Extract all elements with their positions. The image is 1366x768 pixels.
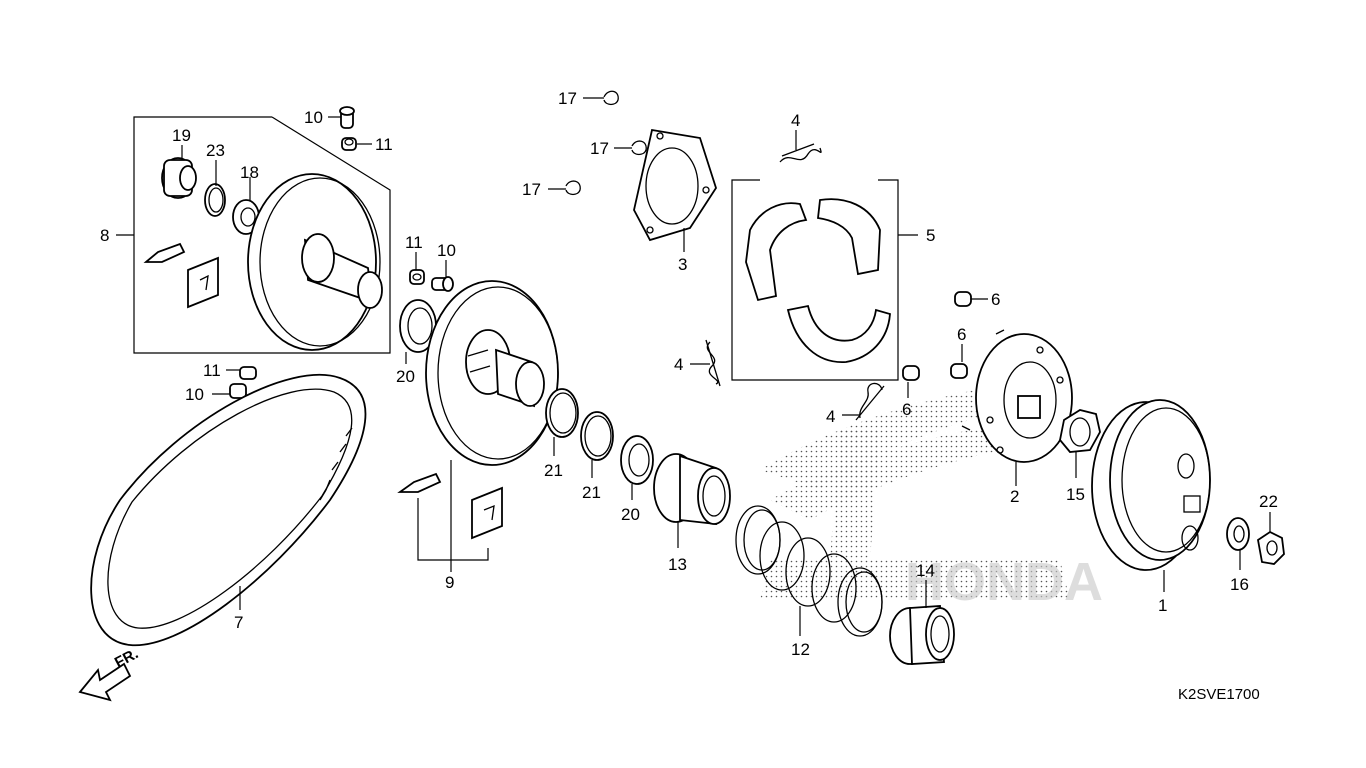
callout-6-c: 6 [902,400,911,419]
callout-4-right: 4 [826,407,835,426]
leader-lines [181,97,1271,636]
grease-tube-icon-9 [397,472,442,493]
roller-10-mid[interactable] [431,276,454,292]
shoe-spring-4-right[interactable] [855,382,885,421]
callout-10-top: 10 [304,108,323,127]
callout-2: 2 [1010,487,1019,506]
callout-10-mid: 10 [437,241,456,260]
shoe-spring-4-top[interactable] [779,143,822,163]
driven-face-spring-12[interactable] [735,505,883,637]
o-ring-21-a[interactable] [545,388,579,438]
driven-pulley-9[interactable] [425,280,559,466]
callout-12: 12 [791,640,810,659]
slide-piece-11-top[interactable] [341,137,357,151]
callout-14: 14 [916,561,935,580]
callout-21-a: 21 [544,461,563,480]
callout-17-b: 17 [590,139,609,158]
callout-5: 5 [926,226,935,245]
callout-4-left: 4 [674,355,683,374]
callout-11-low: 11 [203,361,221,380]
group-8-bracket [116,116,391,354]
oil-seal-20-lower[interactable] [620,435,654,485]
callout-6-b: 6 [957,325,966,344]
movable-drive-face[interactable] [247,173,383,351]
callout-3: 3 [678,255,687,274]
callout-labels: 1 2 3 4 4 4 5 6 6 6 7 8 9 10 10 10 11 11… [100,89,1278,659]
shoe-spring-4-left[interactable] [705,339,721,387]
callout-20-lower: 20 [621,505,640,524]
callout-4-top: 4 [791,111,800,130]
callout-22: 22 [1259,492,1278,511]
callout-20-upper: 20 [396,367,415,386]
grease-tube-icon [143,242,186,263]
callout-17-a: 17 [558,89,577,108]
collar-6-b[interactable] [950,363,968,379]
drawing-code: K2SVE1700 [1178,686,1260,703]
grease-sachet-icon-9 [471,486,503,540]
callout-9: 9 [445,573,454,592]
callout-19: 19 [172,126,191,145]
callout-11-top: 11 [375,135,393,154]
callout-1: 1 [1158,596,1167,615]
group-5-bracket [731,179,918,381]
washer-16[interactable] [1226,517,1250,551]
callout-18: 18 [240,163,259,182]
roller-10-top[interactable] [339,106,355,129]
nut-22[interactable] [1257,530,1285,565]
drive-belt-7[interactable] [90,373,367,647]
front-arrow-icon [78,662,132,702]
group-9-bracket [417,460,489,572]
clutch-shoe-5-a[interactable] [745,202,808,302]
callout-16: 16 [1230,575,1249,594]
callout-6-a: 6 [991,290,1000,309]
callout-21-b: 21 [582,483,601,502]
collar-6-c[interactable] [902,365,920,381]
clip-17-b[interactable] [631,140,647,156]
clutch-shoe-5-c[interactable] [786,304,891,363]
callout-13: 13 [668,555,687,574]
roller-10-low[interactable] [229,383,247,399]
spring-seat-14[interactable] [889,605,955,665]
callout-23: 23 [206,141,225,160]
callout-15: 15 [1066,485,1085,504]
slide-piece-11-mid[interactable] [409,269,425,285]
clutch-outer-1[interactable] [1091,399,1211,571]
clutch-shoe-5-b[interactable] [817,198,881,276]
bearing-18[interactable] [232,199,260,235]
callout-7: 7 [234,613,243,632]
slide-piece-11-low[interactable] [239,366,257,380]
nut-15[interactable] [1059,409,1101,453]
watermark-text: HONDA [905,552,1103,612]
seal-collar-13[interactable] [653,453,731,526]
clip-17-c[interactable] [565,180,581,196]
callout-11-mid: 11 [405,233,423,252]
clutch-plate-3[interactable] [633,128,717,242]
grease-sachet-icon [187,256,219,309]
collar-6-a[interactable] [954,291,972,307]
o-ring-21-b[interactable] [580,411,614,461]
clip-17-a[interactable] [603,90,619,106]
callout-17-c: 17 [522,180,541,199]
callout-8: 8 [100,226,109,245]
circlip-23[interactable] [204,183,226,217]
callout-10-low: 10 [185,385,204,404]
needle-bearing-19[interactable] [161,157,197,199]
drive-plate-2[interactable] [961,329,1073,463]
front-label: FR. [112,645,141,671]
